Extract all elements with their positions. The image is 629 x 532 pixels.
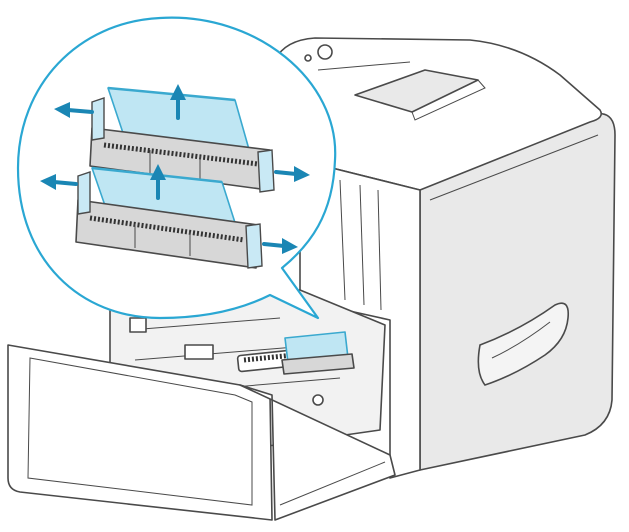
zoom-callout bbox=[16, 16, 337, 320]
output-tray-lip bbox=[411, 79, 486, 121]
right-arrow-icon bbox=[262, 238, 298, 254]
latch-right-upper bbox=[257, 149, 275, 193]
side-seam bbox=[429, 134, 599, 201]
up-arrow-icon bbox=[170, 84, 186, 120]
front-cover-open bbox=[7, 344, 396, 521]
latch-left-lower bbox=[77, 171, 91, 215]
power-button bbox=[317, 44, 333, 60]
latch-left-upper bbox=[91, 97, 105, 141]
dimm-slot-upper-contacts bbox=[103, 142, 259, 167]
up-arrow-icon bbox=[150, 164, 166, 200]
latch-right-lower bbox=[245, 223, 263, 269]
dimm-slot-lower bbox=[75, 199, 259, 269]
printer-top-surface bbox=[274, 37, 603, 191]
guide-rail-left bbox=[339, 179, 346, 301]
internal-slot-1 bbox=[129, 317, 281, 331]
front-cover-lip bbox=[239, 384, 396, 521]
right-arrow-icon bbox=[274, 166, 310, 182]
memory-module-upper bbox=[89, 86, 275, 193]
printer-body bbox=[274, 37, 616, 479]
connector-a bbox=[184, 344, 214, 360]
memory-module-lower bbox=[75, 166, 263, 269]
front-cover-inner bbox=[27, 357, 253, 506]
side-handle-recess bbox=[477, 302, 570, 386]
dimm-slot-lower-contacts bbox=[89, 215, 245, 243]
front-cover-outer bbox=[7, 344, 273, 521]
left-arrow-icon bbox=[40, 174, 78, 190]
front-cover-hinge bbox=[279, 461, 386, 506]
guide-rail-right bbox=[377, 189, 382, 311]
installed-module-connector bbox=[281, 353, 355, 375]
guide-rail-mid bbox=[359, 184, 365, 306]
indicator-light bbox=[304, 54, 312, 62]
left-arrow-icon bbox=[54, 102, 94, 118]
screw bbox=[312, 394, 324, 406]
memory-board-upper-edge bbox=[107, 86, 236, 102]
connector-b bbox=[129, 317, 147, 333]
top-slot bbox=[317, 61, 411, 71]
side-handle-inner bbox=[491, 321, 551, 359]
